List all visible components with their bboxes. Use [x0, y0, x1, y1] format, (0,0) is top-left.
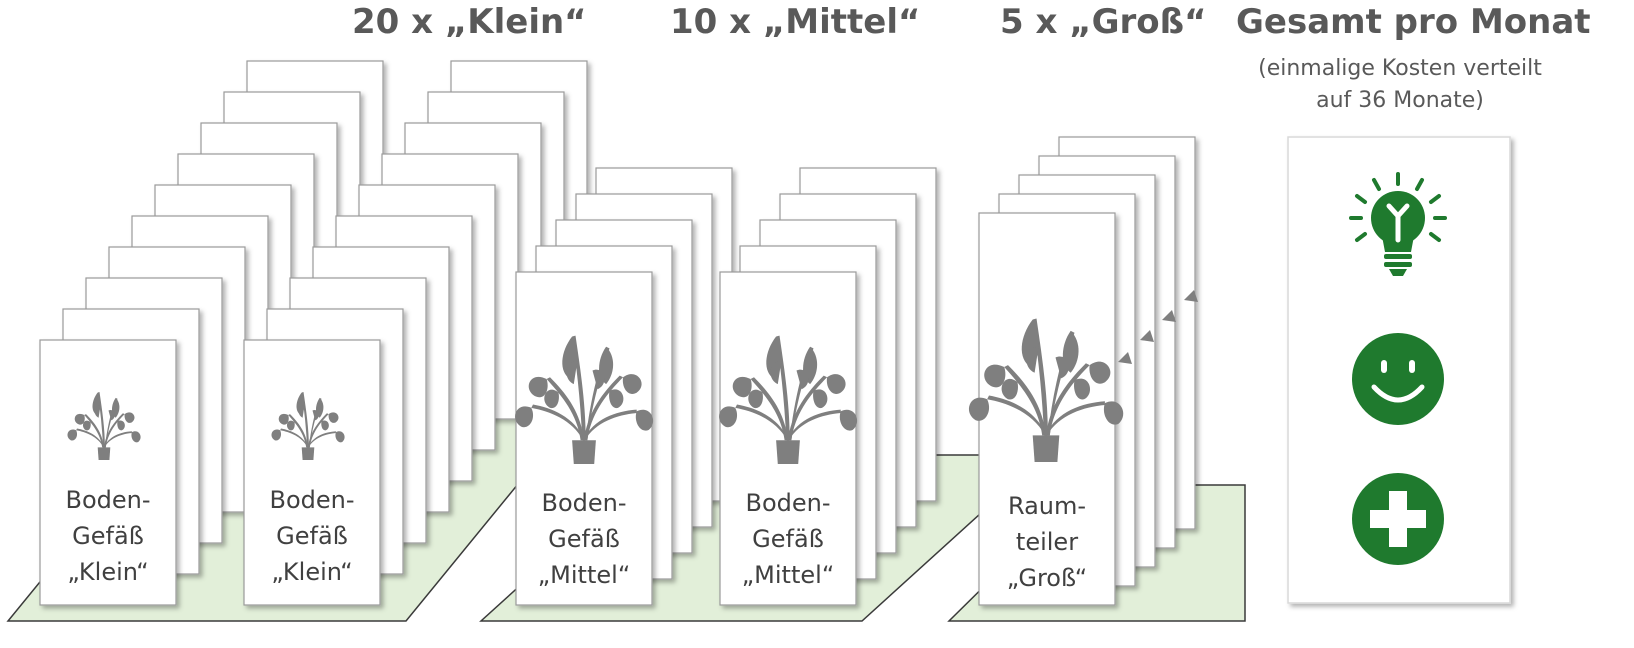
card-label-large: Raum- teiler „Groß“ — [979, 488, 1115, 596]
first-aid-cross-icon — [1352, 473, 1444, 565]
card-label-line1: Boden- — [65, 486, 151, 514]
cost-note-line1: (einmalige Kosten verteilt — [1258, 56, 1542, 81]
header-medium: 10 x „Mittel“ — [670, 2, 921, 42]
card-label-medium-2: Boden- Gefäß „Mittel“ — [720, 485, 856, 593]
leaf-tip-icon — [1184, 290, 1198, 302]
stack-medium-2 — [719, 167, 937, 606]
header-large: 5 x „Groß“ — [1000, 2, 1207, 42]
card-label-line2: Gefäß — [276, 522, 348, 550]
leaf-tip-icon — [1118, 352, 1132, 364]
card-label-line3: „Mittel“ — [537, 561, 631, 589]
card-label-medium-1: Boden- Gefäß „Mittel“ — [516, 485, 652, 593]
card-label-line2: Gefäß — [72, 522, 144, 550]
card-label-line1: Raum- — [1007, 492, 1087, 520]
stack-small-2 — [243, 60, 588, 606]
card-label-line2: Gefäß — [548, 525, 620, 553]
card — [39, 339, 177, 606]
card-label-line3: „Klein“ — [271, 558, 353, 586]
card-label-line2: Gefäß — [752, 525, 824, 553]
card-label-line1: Boden- — [745, 489, 831, 517]
card-label-line3: „Groß“ — [1006, 564, 1088, 592]
header-total: Gesamt pro Monat — [1236, 2, 1591, 42]
card — [243, 339, 381, 606]
lightbulb-icon — [1349, 172, 1447, 276]
stack-medium-1 — [515, 167, 733, 606]
cost-note-line2: auf 36 Monate) — [1316, 88, 1484, 113]
card-label-line1: Boden- — [269, 486, 355, 514]
header-small: 20 x „Klein“ — [352, 2, 587, 42]
card-label-line3: „Mittel“ — [741, 561, 835, 589]
card-label-small-2: Boden- Gefäß „Klein“ — [244, 482, 380, 590]
card-label-small-1: Boden- Gefäß „Klein“ — [40, 482, 176, 590]
stack-large — [968, 136, 1196, 606]
card-label-line3: „Klein“ — [67, 558, 149, 586]
leaf-tip-icon — [1162, 310, 1176, 322]
card-label-line1: Boden- — [541, 489, 627, 517]
leaf-tip-icon — [1140, 330, 1154, 342]
card-stacks — [39, 60, 1198, 606]
card-label-line2: teiler — [1015, 528, 1079, 556]
smiley-icon — [1352, 333, 1444, 425]
